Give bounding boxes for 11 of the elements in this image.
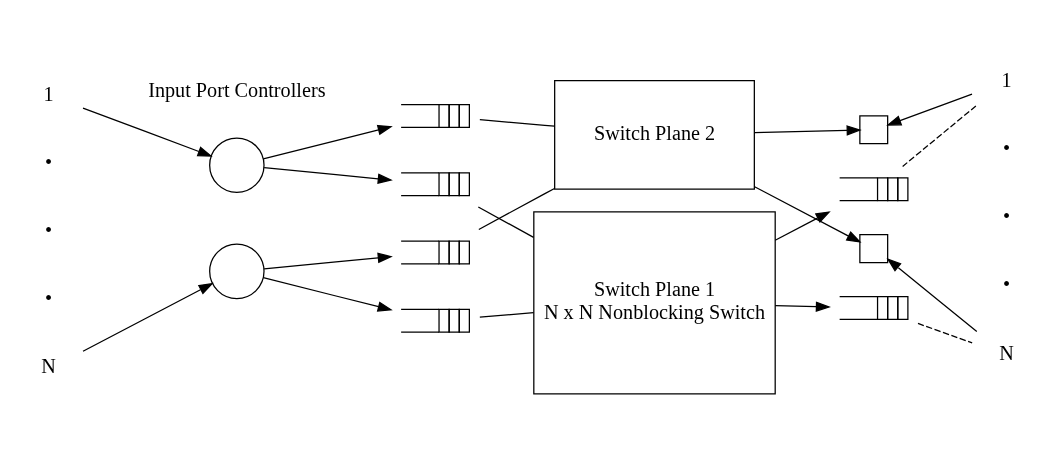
label: • [45, 287, 53, 310]
label: • [45, 150, 53, 173]
label: Input Port Controllers [148, 78, 326, 101]
node-text: N [999, 341, 1014, 364]
node-text: N [41, 355, 56, 378]
label: • [1002, 136, 1010, 159]
label: • [1002, 205, 1010, 228]
label: • [1002, 273, 1010, 296]
label: • [45, 218, 53, 241]
node-text: 1 [1001, 68, 1012, 91]
node-text: 1 [43, 82, 54, 105]
